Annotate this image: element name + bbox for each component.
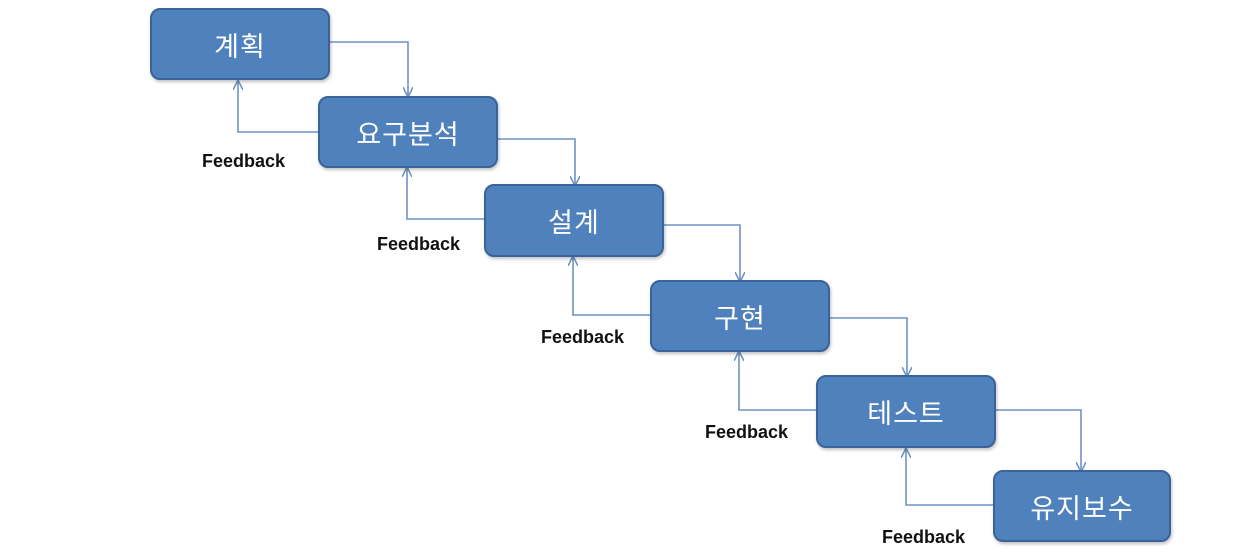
- forward-arrow-1: [330, 41, 408, 95]
- stage-label-design: 설계: [548, 208, 600, 239]
- stage-box-maintenance: 유지보수: [993, 470, 1171, 542]
- stage-label-planning: 계획: [214, 31, 266, 63]
- feedback-label-5: Feedback: [882, 527, 966, 547]
- feedback-arrow-1: [238, 82, 320, 133]
- stage-box-testing: 테스트: [816, 375, 996, 448]
- feedback-arrow-3: [573, 258, 652, 316]
- forward-arrow-3: [663, 224, 740, 280]
- feedback-label-2: Feedback: [377, 234, 461, 254]
- forward-arrow-4: [829, 317, 907, 375]
- feedback-arrow-5: [906, 450, 995, 506]
- stage-label-maintenance: 유지보수: [1030, 493, 1134, 525]
- feedback-arrow-2: [407, 169, 486, 220]
- stage-label-requirements: 요구분석: [356, 119, 460, 151]
- stage-box-design: 설계: [484, 184, 664, 257]
- stage-label-testing: 테스트: [867, 399, 945, 430]
- stage-box-requirements: 요구분석: [318, 96, 498, 168]
- stage-label-implementation: 구현: [714, 303, 766, 335]
- feedback-label-1: Feedback: [202, 151, 286, 171]
- stage-box-implementation: 구현: [650, 280, 830, 352]
- forward-arrow-2: [497, 138, 575, 184]
- forward-arrow-5: [996, 409, 1081, 470]
- stage-box-planning: 계획: [150, 8, 330, 80]
- feedback-arrow-4: [739, 353, 818, 411]
- feedback-label-4: Feedback: [705, 422, 789, 442]
- feedback-label-3: Feedback: [541, 327, 625, 347]
